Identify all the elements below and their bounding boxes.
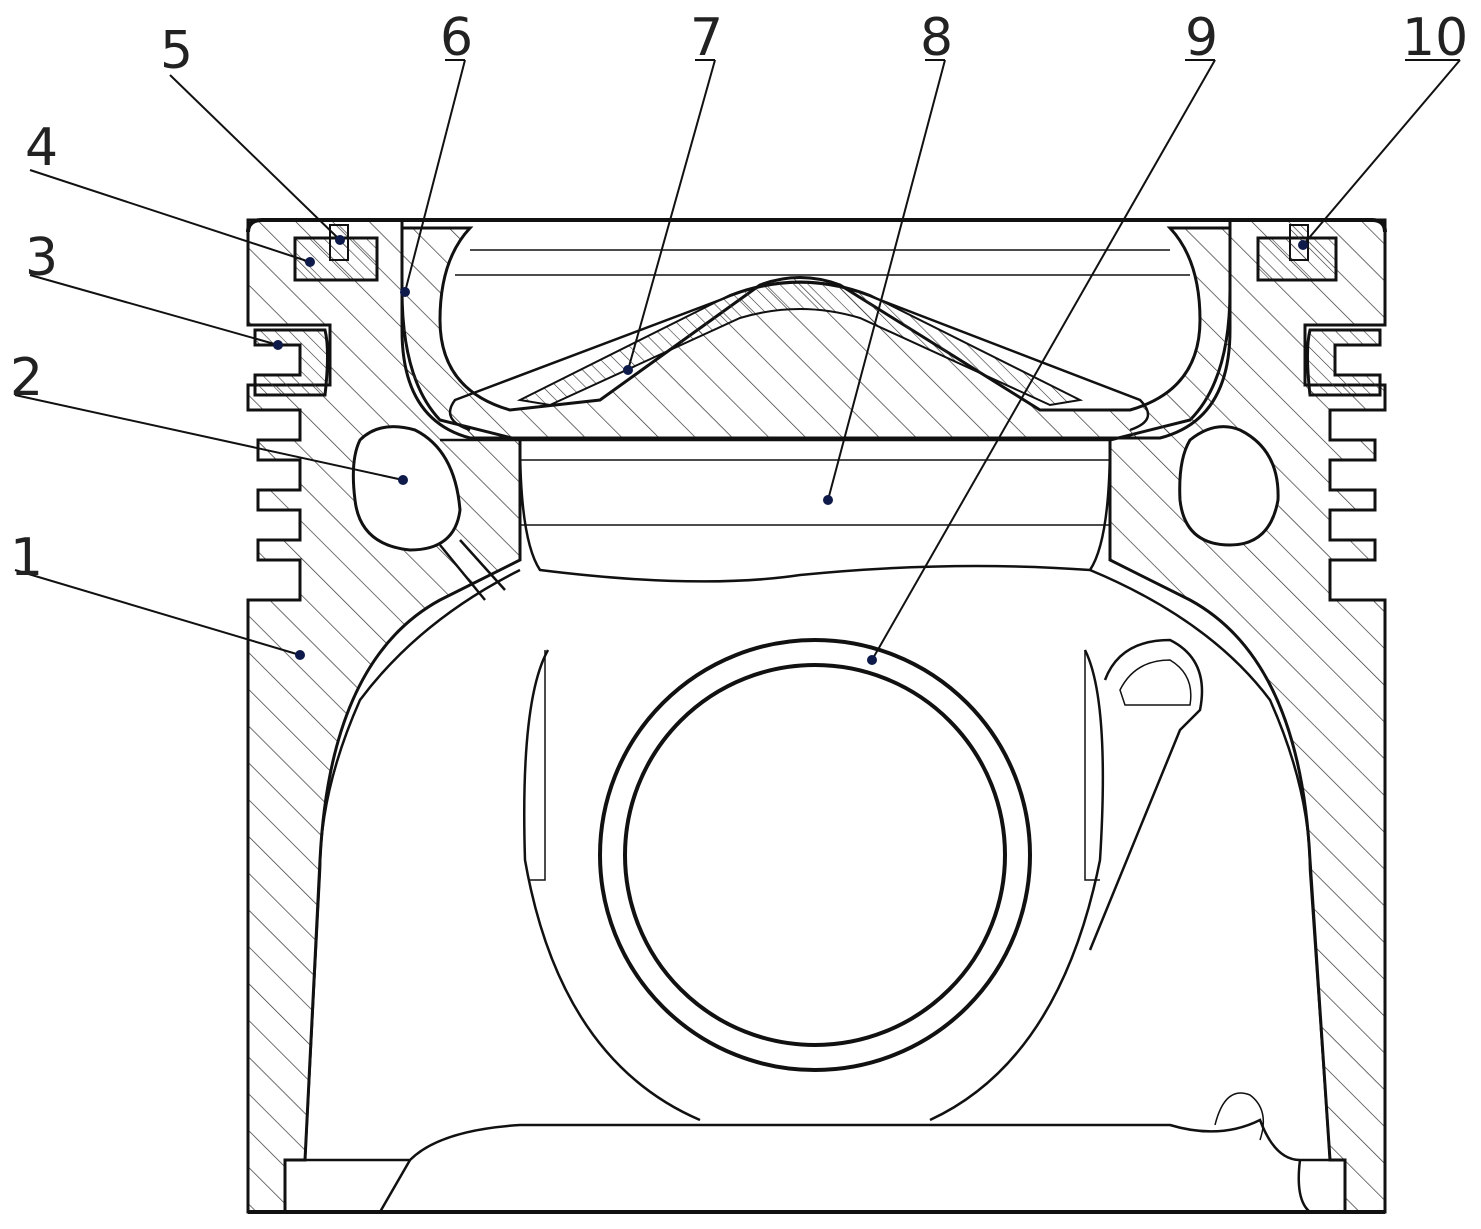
skirt-bottom-profile [285, 1118, 1345, 1162]
leader-9 [871, 59, 1216, 661]
pin-boss-right-curve [929, 649, 1105, 1122]
leader-5 [169, 74, 341, 241]
leader-10 [1302, 59, 1461, 246]
pin-bore-inner [623, 663, 1007, 1047]
label-7: 7 [690, 8, 723, 68]
leader-6 [404, 59, 466, 293]
ring-groove-insert-right [1306, 328, 1382, 397]
point-5 [335, 235, 345, 245]
leader-2 [14, 394, 404, 481]
leader-8 [827, 59, 946, 501]
label-6: 6 [440, 8, 473, 68]
ring-groove-insert-left [253, 328, 329, 397]
label-3: 3 [25, 228, 58, 288]
left-wall-section [246, 218, 522, 1214]
crown-outline [246, 218, 1387, 233]
label-9: 9 [1185, 8, 1218, 68]
label-1: 1 [10, 528, 43, 588]
skirt-inner-profile [303, 568, 521, 1161]
oil-passage-right [1088, 638, 1204, 951]
cooling-gallery-right [1178, 425, 1280, 547]
point-2 [398, 475, 408, 485]
leader-4 [29, 169, 311, 263]
point-8 [823, 495, 833, 505]
pin-boss-left-curve [523, 649, 701, 1122]
label-10: 10 [1402, 8, 1468, 68]
pin-bore-outer [598, 638, 1032, 1072]
point-3 [273, 340, 283, 350]
right-wall-section [1108, 218, 1387, 1214]
leader-3 [29, 274, 279, 346]
point-10 [1298, 240, 1308, 250]
point-9 [867, 655, 877, 665]
label-4: 4 [25, 118, 58, 178]
leader-7 [627, 59, 716, 371]
point-7 [623, 365, 633, 375]
cooling-gallery-left [351, 425, 462, 552]
bowl-insert-section [400, 226, 1232, 440]
point-1 [295, 650, 305, 660]
point-6 [400, 287, 410, 297]
leader-1 [14, 569, 301, 656]
label-8: 8 [920, 8, 953, 68]
pin-boss-chamber [518, 439, 1112, 583]
point-4 [305, 257, 315, 267]
label-5: 5 [160, 21, 193, 81]
label-2: 2 [10, 348, 43, 408]
